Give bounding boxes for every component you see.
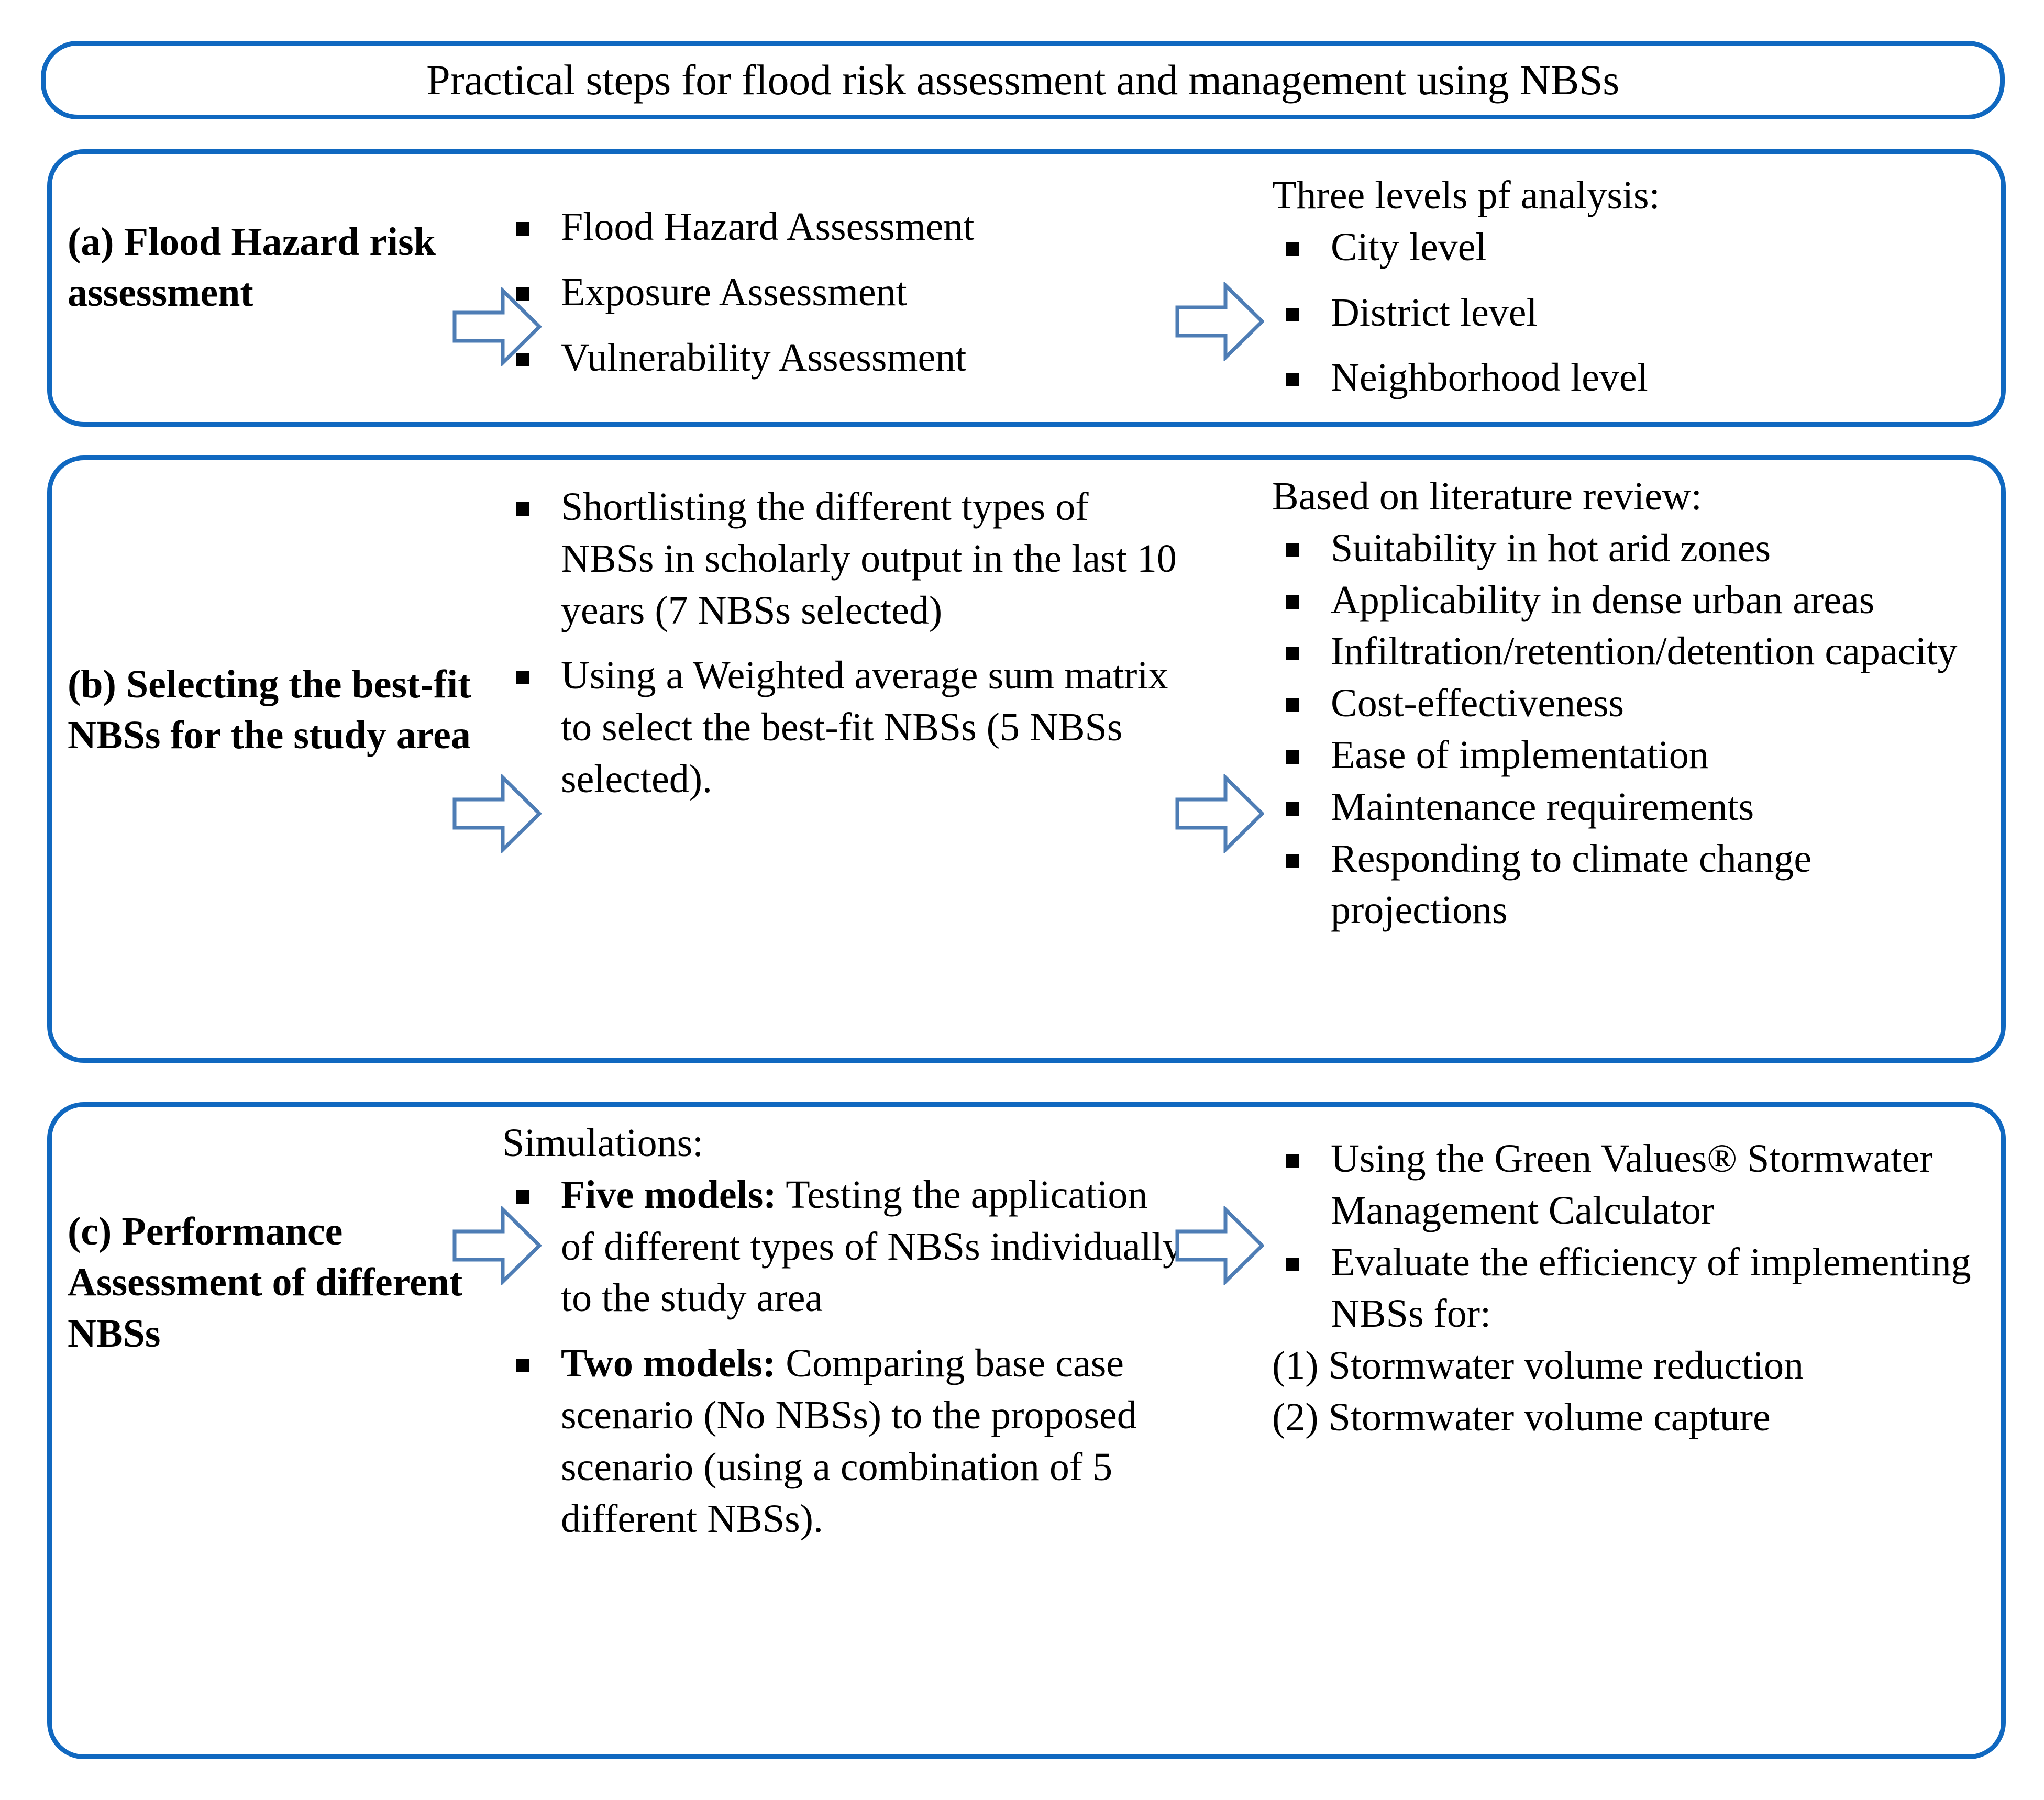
list-item: City level	[1272, 221, 1984, 273]
section-a-right-list: City level District level Neighborhood l…	[1272, 221, 1984, 404]
list-item: Shortlisting the different types of NBSs…	[502, 481, 1188, 636]
title-box: Practical steps for flood risk assessmen…	[41, 41, 2005, 119]
section-c-right-list: Using the Green Values® Stormwater Manag…	[1272, 1133, 1995, 1340]
list-item: Infiltration/retention/detention capacit…	[1272, 626, 1995, 677]
list-item: Vulnerability Assessment	[502, 332, 1178, 384]
section-a-right-column: Three levels pf analysis: City level Dis…	[1272, 170, 1984, 417]
section-a-right-lead: Three levels pf analysis:	[1272, 173, 1660, 217]
section-b-box: (b) Selecting the best-fit NBSs for the …	[47, 455, 2006, 1063]
list-item-emphasis: Five models:	[561, 1172, 777, 1217]
list-item: Ease of implementation	[1272, 729, 1995, 781]
section-b-right-lead: Based on literature review:	[1272, 474, 1702, 518]
arrow-right-icon	[1175, 774, 1264, 853]
list-item: Evaluate the efficiency of implementing …	[1272, 1237, 1995, 1340]
section-b-right-column: Based on literature review: Suitability …	[1272, 471, 1995, 936]
list-item: Five models: Testing the application of …	[502, 1169, 1188, 1324]
list-item: Exposure Assessment	[502, 266, 1178, 318]
section-b-middle-column: Shortlisting the different types of NBSs…	[502, 481, 1188, 819]
list-item: Flood Hazard Assessment	[502, 201, 1178, 253]
section-b-inner: (b) Selecting the best-fit NBSs for the …	[52, 460, 2001, 1058]
section-a-heading: (a) Flood Hazard risk assessment	[68, 220, 436, 315]
list-item: Suitability in hot arid zones	[1272, 523, 1995, 574]
arrow-right-icon	[452, 1206, 542, 1285]
section-b-right-list: Suitability in hot arid zones Applicabil…	[1272, 523, 1995, 936]
page-title: Practical steps for flood risk assessmen…	[426, 55, 1619, 104]
section-a-middle-column: Flood Hazard Assessment Exposure Assessm…	[502, 201, 1178, 397]
section-c-box: (c) Performance Assessment of different …	[47, 1102, 2006, 1759]
section-c-middle-column: Simulations: Five models: Testing the ap…	[502, 1117, 1188, 1558]
numbered-item: (2) Stormwater volume capture	[1272, 1395, 1771, 1439]
section-c-middle-list: Five models: Testing the application of …	[502, 1169, 1188, 1545]
list-item: Using the Green Values® Stormwater Manag…	[1272, 1133, 1995, 1237]
list-item: Maintenance requirements	[1272, 781, 1995, 833]
section-b-middle-list: Shortlisting the different types of NBSs…	[502, 481, 1188, 805]
section-c-inner: (c) Performance Assessment of different …	[52, 1107, 2001, 1754]
section-a-box: (a) Flood Hazard risk assessment Flood H…	[47, 149, 2006, 427]
section-c-right-column: Using the Green Values® Stormwater Manag…	[1272, 1133, 1995, 1443]
section-b-heading: (b) Selecting the best-fit NBSs for the …	[68, 662, 471, 758]
list-item-text: Comparing base case scenario (No NBSs) t…	[561, 1341, 1137, 1541]
section-c-heading: (c) Performance Assessment of different …	[68, 1209, 463, 1355]
list-item: District level	[1272, 287, 1984, 339]
numbered-item: (1) Stormwater volume reduction	[1272, 1343, 1804, 1388]
list-item-emphasis: Two models:	[561, 1341, 776, 1386]
section-c-right-numbered-list: (1) Stormwater volume reduction (2) Stor…	[1272, 1340, 1995, 1443]
section-a-inner: (a) Flood Hazard risk assessment Flood H…	[52, 154, 2001, 422]
list-item: Using a Weighted average sum matrix to s…	[502, 650, 1188, 805]
section-a-middle-list: Flood Hazard Assessment Exposure Assessm…	[502, 201, 1178, 383]
list-item: Responding to climate change projections	[1272, 833, 1995, 937]
arrow-right-icon	[1175, 282, 1264, 361]
arrow-right-icon	[1175, 1206, 1264, 1285]
list-item: Two models: Comparing base case scenario…	[502, 1338, 1188, 1545]
arrow-right-icon	[452, 774, 542, 853]
list-item: Cost-effectiveness	[1272, 677, 1995, 729]
list-item: Neighborhood level	[1272, 352, 1984, 404]
list-item: Applicability in dense urban areas	[1272, 574, 1995, 626]
list-item-text: Testing the application of different typ…	[561, 1172, 1183, 1320]
section-c-middle-lead: Simulations:	[502, 1121, 704, 1165]
arrow-right-icon	[452, 287, 542, 366]
